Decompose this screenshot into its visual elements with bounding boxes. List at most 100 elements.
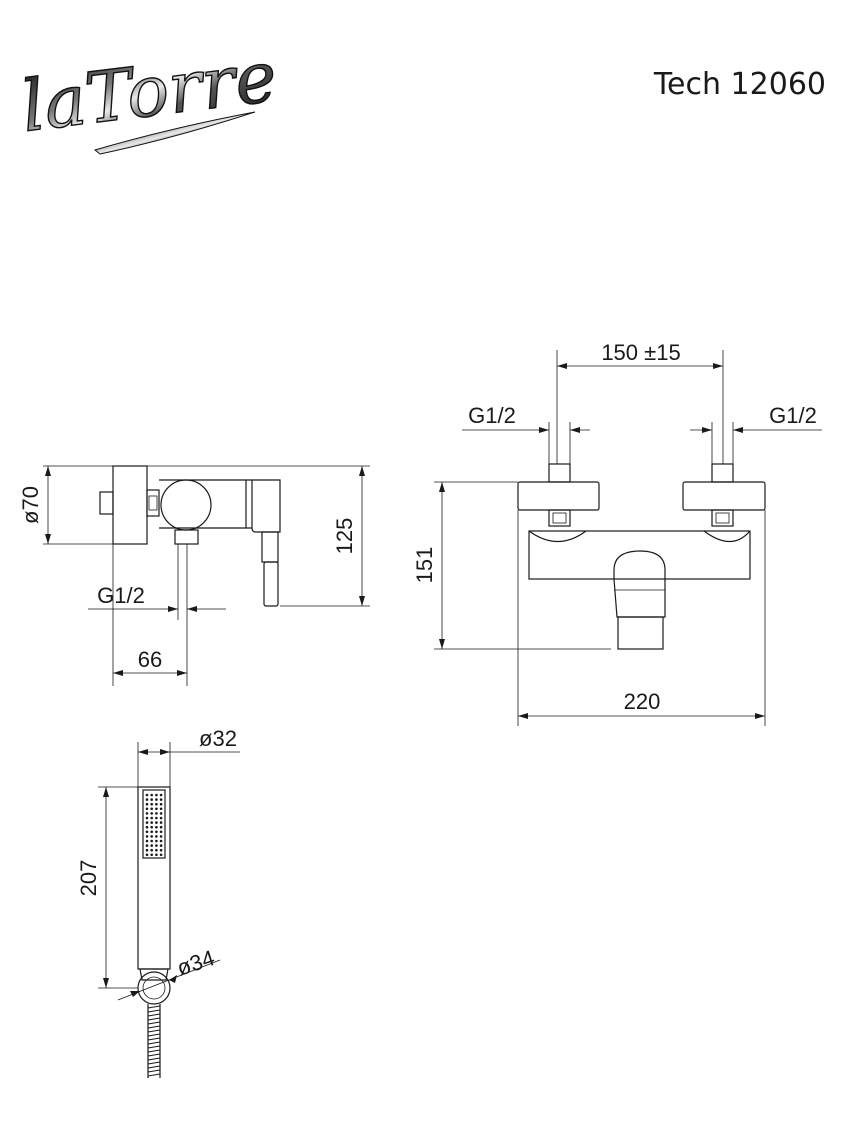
nozzle-dot	[150, 839, 153, 843]
hose-ring	[147, 1065, 161, 1069]
front-view: 150 ±15 G1/2 G1/2 151 220	[412, 340, 822, 726]
nozzle-dot	[145, 825, 149, 829]
dim-front-height: 151	[412, 547, 437, 584]
hose-ring	[147, 1041, 161, 1045]
hose	[147, 1005, 161, 1077]
nozzle-dot	[145, 802, 149, 806]
nozzle-dot	[155, 793, 158, 797]
nozzle-dot	[155, 812, 158, 815]
hose-ring	[147, 1061, 161, 1065]
model-title: Tech 12060	[653, 67, 826, 102]
nozzle-dot	[155, 835, 158, 838]
brand-logo: laTorre	[16, 35, 282, 155]
nozzle-dot	[145, 798, 149, 801]
nozzle-dot	[159, 802, 163, 806]
nozzle-dot	[155, 853, 158, 857]
hose-ring	[147, 1049, 161, 1053]
mixer-body	[528, 530, 751, 580]
nozzle-dot	[155, 802, 158, 806]
nozzle-dot	[155, 844, 158, 847]
hose-ring	[147, 1057, 161, 1061]
logo-swoosh	[93, 111, 256, 155]
nozzle-dot	[145, 839, 149, 843]
hose-ring	[147, 1013, 161, 1017]
nozzle-dot	[159, 825, 163, 829]
nozzle-dot	[159, 848, 163, 852]
nozzle-dot	[159, 835, 163, 838]
left-flange	[517, 481, 600, 511]
dim-side-depth: 66	[138, 647, 162, 672]
lever-neck	[261, 531, 279, 563]
wall-flange	[112, 465, 148, 545]
nozzle-dot	[159, 812, 163, 815]
brand-logo-text: laTorre	[17, 35, 281, 148]
nozzle-dot	[155, 825, 158, 829]
nozzle-dots	[145, 793, 163, 857]
nozzle-dot	[145, 835, 149, 838]
nozzle-dot	[150, 835, 153, 838]
connector-nut	[146, 489, 160, 517]
nozzle-dot	[159, 807, 163, 811]
hose-ring	[147, 1005, 161, 1009]
nozzle-dot	[145, 793, 149, 797]
nozzle-dot	[145, 848, 149, 852]
nozzle-dot	[159, 821, 163, 824]
dim-front-spacing: 150 ±15	[601, 340, 680, 365]
nozzle-dot	[145, 830, 149, 834]
dim-handle-diameter: ø34	[174, 945, 218, 980]
hose-ring	[147, 1009, 161, 1013]
hose-ring	[147, 1033, 161, 1037]
hose-ring	[147, 1037, 161, 1041]
nozzle-dot	[155, 839, 158, 843]
nozzle-dot	[150, 798, 153, 801]
nozzle-dot	[159, 839, 163, 843]
dim-side-thread: G1/2	[97, 583, 145, 608]
nozzle-dot	[150, 844, 153, 847]
dim-head-diameter: ø32	[199, 726, 237, 751]
nozzle-dot	[145, 844, 149, 847]
aerator	[617, 616, 664, 650]
hose-ring	[147, 1073, 161, 1077]
hose-ring	[147, 1053, 161, 1057]
nozzle-dot	[159, 816, 163, 820]
nozzle-dot	[159, 844, 163, 847]
nozzle-dot	[159, 793, 163, 797]
nozzle-dot	[150, 853, 153, 857]
nozzle-dot	[150, 807, 153, 811]
nozzle-plate	[142, 789, 166, 859]
side-view: ø70 125 G1/2 66	[18, 465, 370, 686]
nozzle-dot	[150, 802, 153, 806]
nozzle-dot	[155, 848, 158, 852]
diverter-knob	[160, 479, 212, 531]
lever-handle	[263, 561, 279, 607]
nozzle-dot	[150, 816, 153, 820]
nozzle-dot	[150, 821, 153, 824]
inlet-stub	[99, 491, 114, 515]
nozzle-dot	[145, 812, 149, 815]
hand-shower-view: ø32 207 ø34	[76, 726, 240, 1078]
hose-ring	[147, 1069, 161, 1073]
nozzle-dot	[159, 798, 163, 801]
nozzle-dot	[150, 830, 153, 834]
cartridge-housing	[251, 479, 281, 533]
shower-outlet	[174, 529, 199, 545]
hose-ring	[147, 1025, 161, 1029]
hose-ring	[147, 1017, 161, 1021]
right-flange	[682, 481, 766, 511]
nozzle-dot	[150, 848, 153, 852]
nozzle-dot	[145, 821, 149, 824]
spout	[613, 550, 666, 618]
nozzle-dot	[159, 830, 163, 834]
dim-shower-length: 207	[76, 860, 101, 897]
nozzle-dot	[155, 798, 158, 801]
nozzle-dot	[145, 816, 149, 820]
dim-front-thread-right: G1/2	[769, 403, 817, 428]
nozzle-dot	[155, 816, 158, 820]
hose-ring	[147, 1045, 161, 1049]
dim-front-thread-left: G1/2	[468, 403, 516, 428]
nozzle-dot	[150, 825, 153, 829]
nozzle-dot	[145, 807, 149, 811]
nozzle-dot	[145, 853, 149, 857]
nozzle-dot	[159, 853, 163, 857]
